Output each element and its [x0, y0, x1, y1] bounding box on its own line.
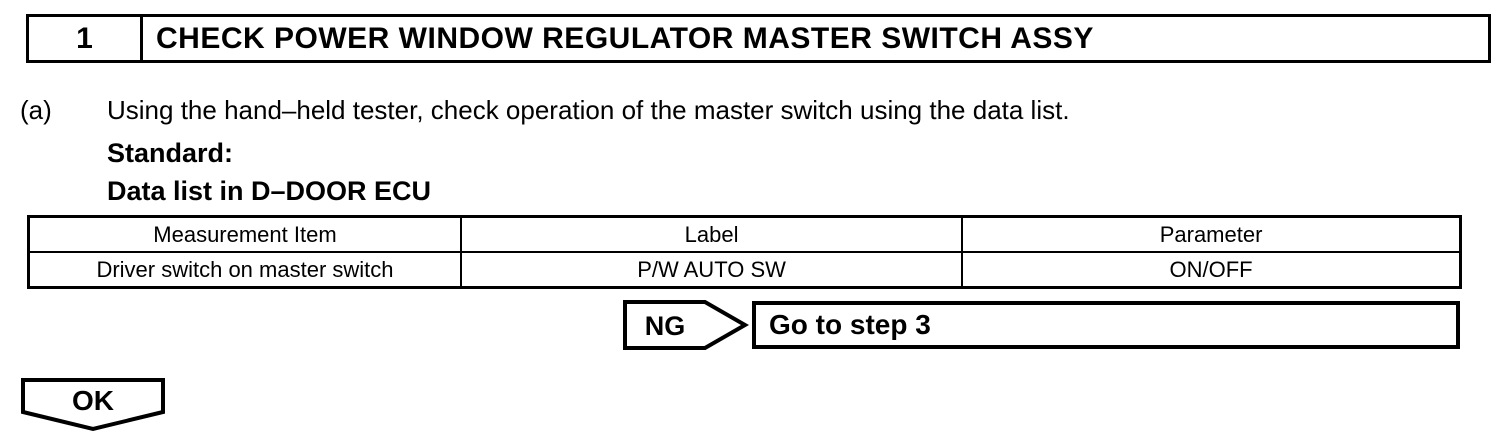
- ng-arrow-icon: NG: [623, 300, 750, 350]
- goto-step-box: Go to step 3: [752, 301, 1460, 349]
- header-parameter: Parameter: [961, 215, 1462, 253]
- step-title: CHECK POWER WINDOW REGULATOR MASTER SWIT…: [156, 21, 1094, 55]
- instruction-text: Using the hand–held tester, check operat…: [107, 95, 1070, 125]
- ok-pointer-icon: OK: [21, 378, 165, 432]
- table-row: Driver switch on master switch P/W AUTO …: [27, 251, 1462, 289]
- table-header-row: Measurement Item Label Parameter: [27, 215, 1462, 253]
- goto-step-text: Go to step 3: [769, 309, 931, 340]
- cell-label: P/W AUTO SW: [459, 251, 964, 289]
- cell-measurement-item: Driver switch on master switch: [27, 251, 462, 289]
- instruction-marker: (a): [20, 95, 52, 125]
- step-number: 1: [29, 17, 143, 60]
- ok-label: OK: [72, 385, 114, 416]
- ng-label: NG: [645, 311, 686, 341]
- header-measurement-item: Measurement Item: [27, 215, 462, 253]
- standard-label: Standard:: [107, 138, 234, 168]
- instruction-line: (a) Using the hand–held tester, check ope…: [20, 95, 1070, 126]
- data-list-table: Measurement Item Label Parameter Driver …: [27, 215, 1462, 289]
- standard-value: Data list in D–DOOR ECU: [107, 176, 432, 206]
- cell-parameter: ON/OFF: [961, 251, 1462, 289]
- step-header: 1 CHECK POWER WINDOW REGULATOR MASTER SW…: [26, 14, 1491, 63]
- header-label: Label: [459, 215, 964, 253]
